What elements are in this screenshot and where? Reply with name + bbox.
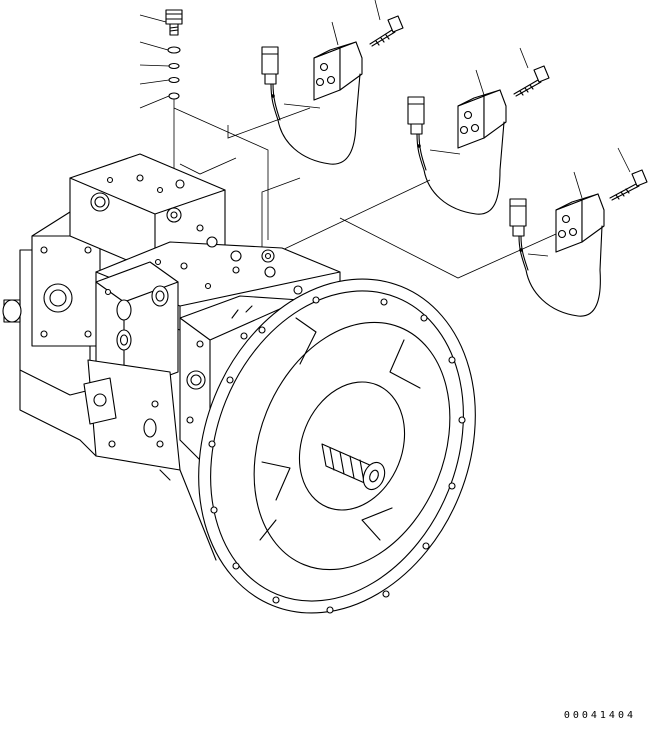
o-ring-2 — [168, 62, 180, 70]
drawing-code: 00041404 — [563, 710, 636, 721]
solenoid-valve-1 — [261, 41, 363, 165]
solenoid-valve-2 — [407, 89, 507, 215]
bolt-3 — [609, 169, 648, 201]
assembly-lines — [173, 107, 557, 279]
leader-lines-sv1 — [283, 0, 381, 109]
pump-lower-housing — [19, 369, 217, 561]
leader-lines-sv3 — [527, 147, 631, 257]
mounting-flange — [198, 278, 476, 614]
bolt-2 — [513, 65, 550, 97]
solenoid-valve-3 — [509, 193, 605, 317]
o-ring-4 — [168, 92, 180, 100]
leader-lines-sv2 — [429, 47, 529, 155]
o-ring-3 — [168, 76, 180, 84]
relief-plug — [165, 9, 183, 36]
o-ring-1 — [167, 46, 181, 54]
bolt-1 — [369, 15, 404, 47]
